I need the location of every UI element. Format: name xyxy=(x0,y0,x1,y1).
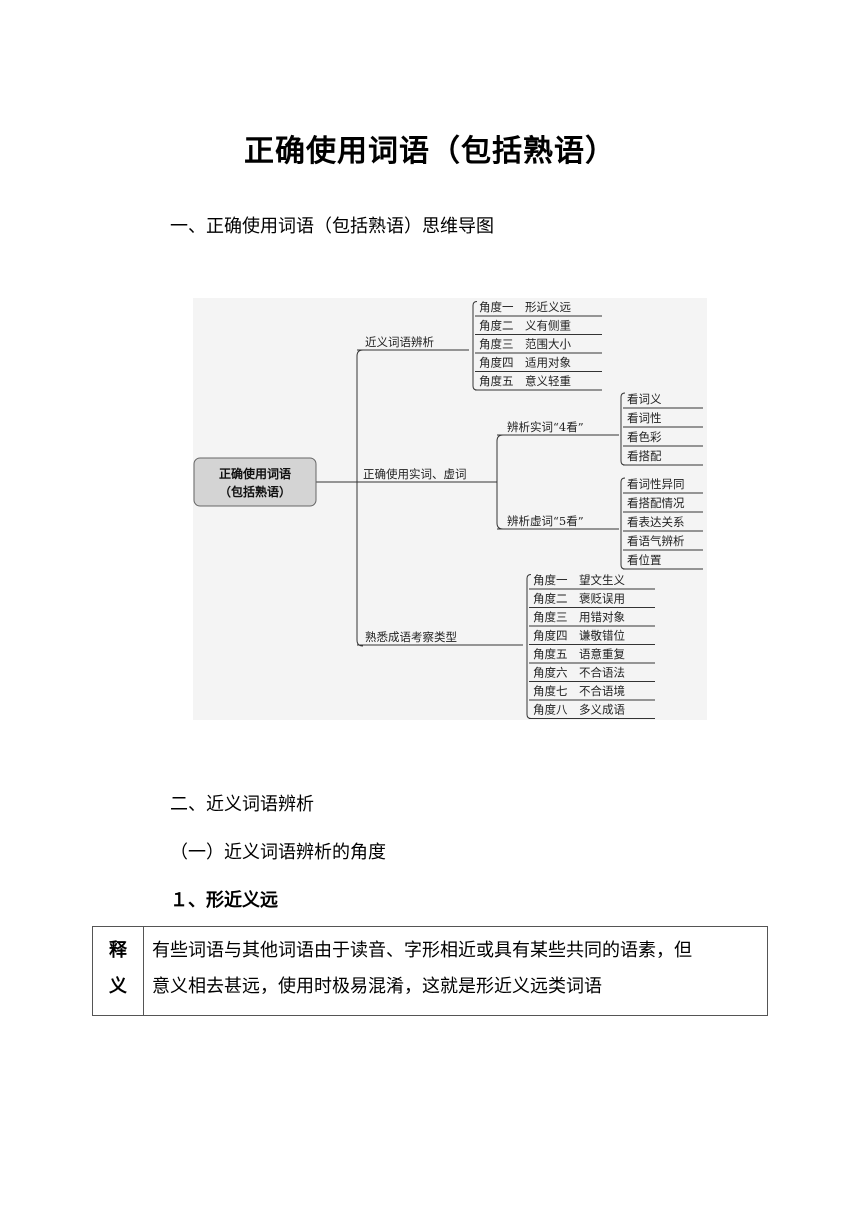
section-heading-mindmap: 一、正确使用词语（包括熟语）思维导图 xyxy=(170,216,494,237)
mind-map-root-box xyxy=(193,457,317,507)
definition-label-char: 释 xyxy=(109,940,127,961)
mind-map-notional-check-item: 看词性 xyxy=(627,411,662,425)
definition-line: 意义相去甚远，使用时极易混淆，这就是形近义远类词语 xyxy=(152,976,602,997)
mind-map-idiom-angle-item: 角度二 褒贬误用 xyxy=(533,592,625,606)
mind-map-idiom-angle-item: 角度七 不合语境 xyxy=(533,684,625,698)
mind-map-function-check-item: 看位置 xyxy=(627,553,662,567)
definition-text: 有些词语与其他词语由于读音、字形相近或具有某些共同的语素，但 意义相去甚远，使用… xyxy=(143,926,768,1016)
mind-map-idiom-angle-item: 角度三 用错对象 xyxy=(533,610,625,624)
definition-line: 有些词语与其他词语由于读音、字形相近或具有某些共同的语素，但 xyxy=(152,940,692,961)
mind-map-idiom-angle-item: 角度一 望文生义 xyxy=(533,573,625,587)
mind-map-function-check-item: 看词性异同 xyxy=(627,477,685,491)
subsection-heading-angles: （一）近义词语辨析的角度 xyxy=(170,842,386,863)
mind-map: 正确使用词语 （包括熟语） 近义词语辨析 角度一 形近义远角度二 义有侧重角度三 范围… xyxy=(193,298,707,720)
definition-label-char: 义 xyxy=(109,976,127,997)
mind-map-notional-check-item: 看词义 xyxy=(627,392,662,406)
mind-map-synonym-angle-item: 角度二 义有侧重 xyxy=(479,319,571,333)
mind-map-idiom-angle-item: 角度六 不合语法 xyxy=(533,666,625,680)
mind-map-synonym-angle-item: 角度五 意义轻重 xyxy=(479,374,571,388)
mind-map-usage-bracket xyxy=(496,434,504,530)
mind-map-idiom-angle-item: 角度五 语意重复 xyxy=(533,647,625,661)
page-title: 正确使用词语（包括熟语） xyxy=(244,134,616,169)
mind-map-branch-usage: 正确使用实词、虚词 xyxy=(363,467,467,481)
mind-map-function-check-item: 看表达关系 xyxy=(627,515,685,529)
mind-map-notional-check-item: 看搭配 xyxy=(627,449,662,463)
mind-map-branch-idioms: 熟悉成语考察类型 xyxy=(365,630,457,644)
mind-map-synonym-angle-item: 角度四 适用对象 xyxy=(479,356,571,370)
mind-map-branch-synonyms: 近义词语辨析 xyxy=(365,335,434,349)
section-heading-synonyms: 二、近义词语辨析 xyxy=(170,794,314,815)
mind-map-idiom-angle-item: 角度八 多义成语 xyxy=(533,703,625,717)
mind-map-synonym-angle-item: 角度一 形近义远 xyxy=(479,300,571,314)
mind-map-synonym-angle-bracket xyxy=(472,301,478,391)
mind-map-notional-check-item: 看色彩 xyxy=(627,430,662,444)
subsubsection-heading-form: １、形近义远 xyxy=(170,890,278,911)
definition-label: 释 义 xyxy=(92,926,144,1016)
mind-map-sub-function: 辨析虚词“5看” xyxy=(507,514,584,528)
mind-map-function-check-item: 看语气辨析 xyxy=(627,534,685,548)
definition-table: 释 义 有些词语与其他词语由于读音、字形相近或具有某些共同的语素，但 意义相去甚… xyxy=(92,926,768,1016)
mind-map-function-check-bracket xyxy=(620,477,626,570)
mind-map-idiom-angle-bracket xyxy=(526,574,532,719)
mind-map-notional-check-bracket xyxy=(620,392,626,466)
mind-map-idiom-angle-item: 角度四 谦敬错位 xyxy=(533,629,625,643)
mind-map-root-line: 正确使用词语 xyxy=(219,466,291,481)
mind-map-spine xyxy=(356,349,364,647)
mind-map-synonym-angle-item: 角度三 范围大小 xyxy=(479,337,571,351)
mind-map-root-line: （包括熟语） xyxy=(219,484,291,499)
mind-map-function-check-item: 看搭配情况 xyxy=(627,496,685,510)
mind-map-sub-notional: 辨析实词“4看” xyxy=(507,420,584,434)
